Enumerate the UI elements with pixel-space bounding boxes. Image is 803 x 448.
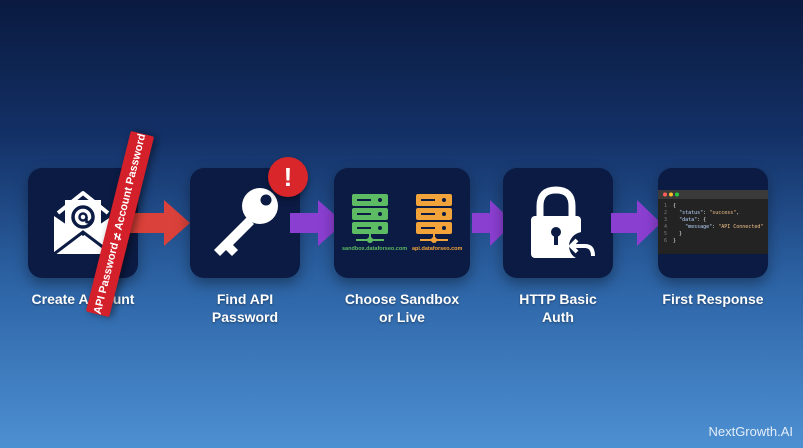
step-choose-environment-label: Choose Sandbox or Live [327,290,477,326]
message-value: "API Connected" [718,224,764,230]
step-http-basic-auth-line1: HTTP Basic [519,291,597,307]
arrow-purple-3 [611,200,661,246]
code-line-number: 1 [664,203,668,209]
status-key: "status" [679,210,704,216]
alert-badge: ! [268,157,308,197]
code-line-number: 4 [664,224,668,230]
sandbox-host-label: sandbox.dataforseo.com [342,246,408,252]
brand-watermark: NextGrowth.AI [708,424,793,439]
envelope-at-icon [53,191,113,256]
code-window-icon [658,190,768,254]
data-key: "data" [679,217,698,223]
status-value: "success" [709,210,737,216]
arrow-purple-1 [290,200,344,246]
key-icon [214,188,278,256]
step-http-basic-auth-tile [503,168,613,278]
step-find-api-password-line1: Find API [216,291,274,307]
servers-icon [352,194,452,243]
step-first-response-label: First Response [662,291,764,307]
step-choose-environment-line2: or Live [379,309,425,325]
not-equal-symbol: ≠ [108,231,126,242]
padlock-icon [531,186,597,260]
message-key: "message" [685,224,713,230]
step-first-response-tile: 1 { 2 "status": "success", 3 "data": { 4… [658,168,768,278]
code-line-number: 2 [664,210,668,216]
step-http-basic-auth-label: HTTP Basic Auth [483,290,633,326]
step-find-api-password-line2: Password [211,309,279,325]
step-find-api-password-label: Find API Password [170,290,320,326]
code-line-number: 5 [664,231,668,237]
sandbox-server-icon [352,194,388,243]
arrow-purple-2 [472,200,514,246]
code-line-number: 3 [664,217,668,223]
step-choose-environment-line1: Choose Sandbox [344,291,460,307]
arrow-red [128,200,190,246]
step-choose-environment-tile: sandbox.dataforseo.com api.dataforseo.co… [334,168,470,278]
step-http-basic-auth-line2: Auth [542,309,574,325]
live-host-label: api.dataforseo.com [412,246,463,252]
live-server-icon [416,194,452,243]
code-line-number: 6 [664,238,668,244]
json-response-code: 1 { 2 "status": "success", 3 "data": { 4… [664,203,764,244]
step-create-account-label: Create Account [31,291,135,307]
